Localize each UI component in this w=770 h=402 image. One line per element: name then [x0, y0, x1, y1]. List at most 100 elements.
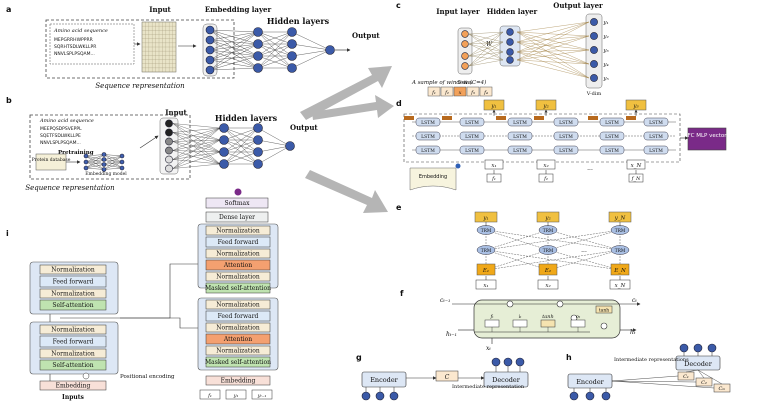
panel-f-cell [473, 299, 621, 339]
panel-d-lstm-cell [459, 117, 485, 127]
panel-a-edge [291, 31, 331, 51]
panel-b-emb-node [119, 153, 125, 159]
panel-d-lstm-label: LSTM [605, 134, 619, 140]
panel-b-input-column [159, 117, 179, 175]
big-arrow-to-d [312, 95, 394, 120]
panel-b-emb-edge [103, 159, 123, 163]
panel-i-d2-norm-2 [205, 322, 271, 333]
panel-b-emb-edge [103, 154, 123, 169]
panel-a-edge [209, 43, 259, 71]
panel-g-output-node [503, 357, 513, 367]
panel-d-lstm-label: LSTM [465, 134, 479, 140]
panel-h-c-label: C₁ [683, 374, 689, 380]
panel-c-input-column [457, 27, 473, 75]
panel-a-edge [209, 39, 259, 45]
panel-i-e1-ff [39, 275, 107, 288]
panel-b-in-edge [172, 151, 221, 160]
panel-a-edge [209, 67, 259, 71]
panel-b-in-edge [172, 127, 221, 142]
panel-c-edge-2 [516, 41, 590, 65]
panel-i-d2-ff-label: Feed forward [218, 313, 259, 320]
panel-e-trm-label: TRM [543, 249, 554, 254]
panel-g-output-node [515, 357, 525, 367]
panel-e-cross-edge [485, 229, 621, 251]
panel-b-emb-edge [85, 154, 105, 157]
panel-h-enc-link [611, 375, 679, 382]
panel-a-edge [209, 31, 259, 41]
panel-b-emb-node [83, 165, 89, 171]
panel-i-dense-label: Dense layer [219, 214, 255, 221]
panel-i-d1-norm-2 [205, 248, 271, 259]
panel-i-d2-ff [205, 310, 271, 322]
panel-g-nodes [361, 357, 525, 401]
panel-b-input-node [165, 137, 173, 146]
panel-a-node [253, 63, 263, 73]
panel-b-seq-line-3: NNVLSPLPSQAM... [40, 140, 81, 146]
panel-f-x: xₜ [486, 345, 491, 352]
panel-c-edge-1 [468, 41, 504, 67]
panel-b-emb-node [83, 153, 89, 159]
panel-c-edge-2 [516, 51, 590, 79]
panel-a-edge [209, 59, 259, 69]
panel-d-input-box [484, 159, 504, 170]
panel-c-edge-2 [516, 51, 590, 65]
panel-b-node [219, 147, 229, 157]
panel-b-emb-edge [85, 164, 105, 169]
panel-f-gate-label: oₜ [576, 314, 581, 320]
panel-b-edge [223, 127, 259, 165]
panel-b-node [253, 123, 263, 133]
panel-c-hidden-node [506, 56, 514, 64]
panel-b-edge [257, 145, 291, 153]
panel-i-token-label: f₁ [207, 393, 212, 399]
panel-c-letter: c [396, 1, 401, 10]
panel-c-edge-2 [516, 59, 590, 79]
panel-i-d1-masked-label: Masked self-attention [205, 285, 271, 292]
panel-b-node [219, 123, 229, 133]
panel-c-input-node [461, 62, 469, 70]
panel-i-e1-norm-1 [39, 264, 107, 275]
panel-h-dec-link [685, 369, 699, 373]
panel-g-input-node [389, 391, 399, 401]
panel-e-trm-node [476, 245, 496, 255]
panel-d-lstm-cell [643, 117, 669, 127]
panel-b-emb-edge [103, 164, 123, 169]
panel-e-trm-node [538, 245, 558, 255]
panel-f-gate-label: tanh [542, 314, 553, 320]
panel-h-enc-link [611, 380, 715, 389]
panel-i-encoder-link-2 [120, 317, 198, 329]
panel-g-c-box [435, 370, 459, 382]
panel-e-input-label: x_N [615, 283, 626, 289]
panel-b-in-edge [172, 127, 221, 151]
panel-b-input-node [165, 164, 173, 173]
panel-h-enc-link [611, 380, 697, 383]
panel-g-letter: g [356, 353, 362, 362]
panel-b-emb-edge [103, 154, 123, 157]
panel-b-emb-edge [85, 161, 105, 170]
panel-c-hidden-node [506, 48, 514, 56]
panel-i-d-embedding-label: Embedding [221, 378, 256, 385]
panel-e-trm-label: TRM [481, 229, 492, 234]
panel-d-fc-box [687, 127, 727, 151]
panel-b-node [285, 141, 295, 151]
panel-c-output-label: y₄ [602, 62, 608, 68]
panel-i-d2-norm-1 [205, 299, 271, 310]
panel-a-edge [291, 49, 331, 57]
panel-a-edge [209, 49, 259, 69]
panel-d-lstm-label: LSTM [559, 120, 573, 126]
panel-c-window-cell-label: x [459, 90, 462, 96]
panel-b-emb-node [101, 167, 107, 172]
panel-a-node [205, 25, 215, 35]
panel-b-hidden-label: Hidden layers [215, 113, 278, 123]
panel-d-lstm-cell [415, 145, 441, 155]
panel-i-d1-norm-2-label: Normalization [216, 251, 260, 258]
panel-b-embedding-network [83, 152, 125, 172]
panel-c-edge-2 [516, 49, 590, 53]
panel-i-e2-norm-2 [39, 348, 107, 359]
panel-c-output-node [590, 74, 598, 82]
panel-d-lstm-cell [459, 131, 485, 141]
